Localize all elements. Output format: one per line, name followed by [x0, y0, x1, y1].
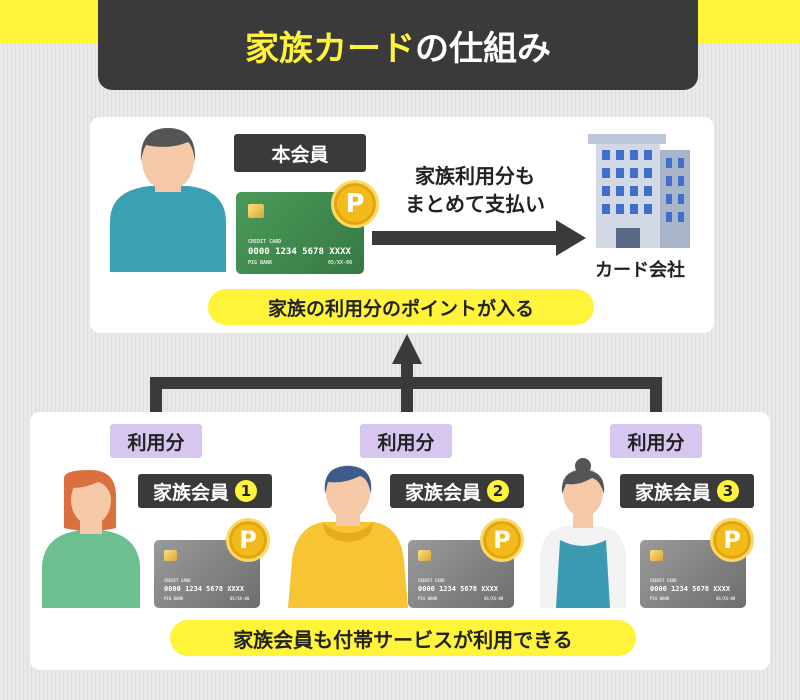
card-brand: CREDIT CARD	[650, 578, 677, 583]
payment-text: 家族利用分も まとめて支払い	[380, 162, 570, 218]
member-number-2: 2	[487, 480, 509, 502]
right-connector	[650, 377, 662, 414]
card-number: 0000 1234 5678 XXXX	[164, 585, 245, 593]
card-brand: CREDIT CARD	[164, 578, 191, 583]
usage-label-1: 利用分	[110, 424, 202, 458]
header-bar-right	[680, 0, 800, 44]
card-number: 0000 1234 5678 XXXX	[650, 585, 731, 593]
card-bank: PIG BANK	[248, 260, 273, 266]
card-brand: CREDIT CARD	[248, 239, 282, 245]
horizontal-connector	[150, 377, 662, 389]
card-number: 0000 1234 5678 XXXX	[418, 585, 499, 593]
member-number-3: 3	[717, 480, 739, 502]
member-number-1: 1	[235, 480, 257, 502]
up-arrow-head	[392, 334, 422, 364]
point-coin-icon: P	[480, 518, 524, 562]
points-note: 家族の利用分のポイントが入る	[208, 289, 594, 325]
point-coin-icon: P	[331, 180, 379, 228]
bottom-note: 家族会員も付帯サービスが利用できる	[170, 620, 636, 656]
company-label: カード会社	[595, 260, 685, 281]
card-bank: PIG BANK	[164, 596, 184, 601]
card-expiry: 05/XX-00	[484, 596, 504, 601]
card-expiry: 05/XX-00	[716, 596, 736, 601]
title-banner: 家族カードの仕組み	[98, 0, 698, 90]
usage-label-3: 利用分	[610, 424, 702, 458]
card-expiry: 05/XX-00	[328, 260, 353, 266]
point-coin-icon: P	[226, 518, 270, 562]
usage-label-2: 利用分	[360, 424, 452, 458]
point-coin-icon: P	[710, 518, 754, 562]
card-brand: CREDIT CARD	[418, 578, 445, 583]
main-member-label: 本会員	[234, 134, 366, 172]
card-bank: PIG BANK	[418, 596, 438, 601]
title-highlight: 家族カード	[245, 28, 415, 69]
card-chip-icon	[418, 550, 431, 561]
card-bank: PIG BANK	[650, 596, 670, 601]
title-rest: の仕組み	[415, 28, 551, 69]
payment-text-line1: 家族利用分も	[415, 164, 535, 188]
card-chip-icon	[248, 204, 264, 218]
card-chip-icon	[164, 550, 177, 561]
card-number: 0000 1234 5678 XXXX	[248, 247, 351, 257]
left-connector	[150, 377, 162, 414]
card-expiry: 05/XX-00	[230, 596, 250, 601]
card-chip-icon	[650, 550, 663, 561]
payment-text-line2: まとめて支払い	[405, 192, 545, 216]
